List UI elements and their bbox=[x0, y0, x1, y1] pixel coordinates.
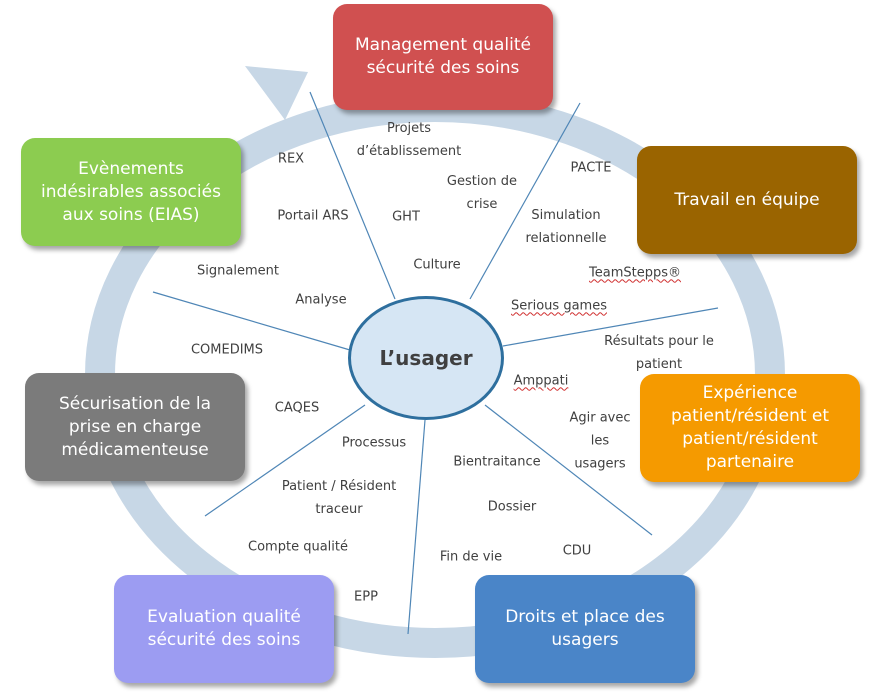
node-droits: Droits et place des usagers bbox=[475, 575, 695, 683]
label-patient-traceur: Patient / Résident traceur bbox=[281, 479, 397, 517]
node-evaluation: Evaluation qualité sécurité des soins bbox=[114, 575, 334, 683]
label-rex: REX bbox=[277, 151, 305, 167]
label-signalement: Signalement bbox=[197, 263, 279, 279]
center-usager: L’usager bbox=[348, 296, 504, 420]
spoke-management bbox=[309, 91, 396, 300]
node-securisation: Sécurisation de la prise en charge médic… bbox=[25, 373, 245, 481]
label-agir: Agir avec les usagers bbox=[569, 410, 631, 472]
label-processus: Processus bbox=[341, 435, 407, 451]
node-travail-label: Travail en équipe bbox=[674, 189, 820, 210]
node-management: Management qualité sécurité des soins bbox=[333, 4, 553, 110]
label-simulation: Simulation relationnelle bbox=[525, 208, 607, 246]
label-resultats: Résultats pour le patient bbox=[604, 334, 714, 372]
spokes bbox=[152, 91, 719, 635]
label-serious: Serious games bbox=[511, 298, 607, 314]
node-travail: Travail en équipe bbox=[637, 146, 857, 254]
label-projets: Projets d’établissement bbox=[356, 121, 462, 159]
label-bientraitance: Bientraitance bbox=[453, 454, 541, 470]
spoke-gestion bbox=[469, 102, 581, 300]
label-cdu: CDU bbox=[562, 543, 592, 559]
label-epp: EPP bbox=[354, 589, 378, 605]
label-compte: Compte qualité bbox=[248, 539, 348, 555]
spoke-droits bbox=[484, 404, 653, 536]
node-experience: Expérience patient/résident et patient/r… bbox=[640, 374, 860, 482]
label-culture: Culture bbox=[413, 257, 461, 273]
node-droits-label: Droits et place des usagers bbox=[505, 607, 665, 650]
node-evaluation-label: Evaluation qualité sécurité des soins bbox=[147, 607, 301, 650]
node-eias: Evènements indésirables associés aux soi… bbox=[21, 138, 241, 246]
ring-arrowhead bbox=[245, 66, 308, 120]
node-securisation-label: Sécurisation de la prise en charge médic… bbox=[58, 393, 212, 460]
label-pacte: PACTE bbox=[570, 160, 612, 176]
label-teamstepps: TeamStepps® bbox=[589, 265, 681, 281]
label-analyse: Analyse bbox=[295, 292, 347, 308]
label-dossier: Dossier bbox=[487, 499, 537, 515]
label-gestion: Gestion de crise bbox=[446, 174, 518, 212]
label-caqes: CAQES bbox=[274, 400, 320, 416]
label-portail: Portail ARS bbox=[277, 208, 349, 224]
spoke-resultats bbox=[502, 307, 719, 347]
node-experience-label: Expérience patient/résident et patient/r… bbox=[670, 383, 830, 472]
center-label: L’usager bbox=[379, 346, 473, 370]
spoke-patient bbox=[204, 404, 366, 517]
spoke-fin bbox=[407, 419, 426, 635]
node-eias-label: Evènements indésirables associés aux soi… bbox=[41, 158, 221, 225]
label-ght: GHT bbox=[392, 209, 420, 225]
node-management-label: Management qualité sécurité des soins bbox=[355, 35, 531, 78]
spoke-signalement bbox=[152, 291, 351, 351]
label-amppati: Amppati bbox=[513, 373, 569, 389]
label-comedims: COMEDIMS bbox=[190, 342, 264, 358]
label-fin: Fin de vie bbox=[439, 549, 503, 565]
